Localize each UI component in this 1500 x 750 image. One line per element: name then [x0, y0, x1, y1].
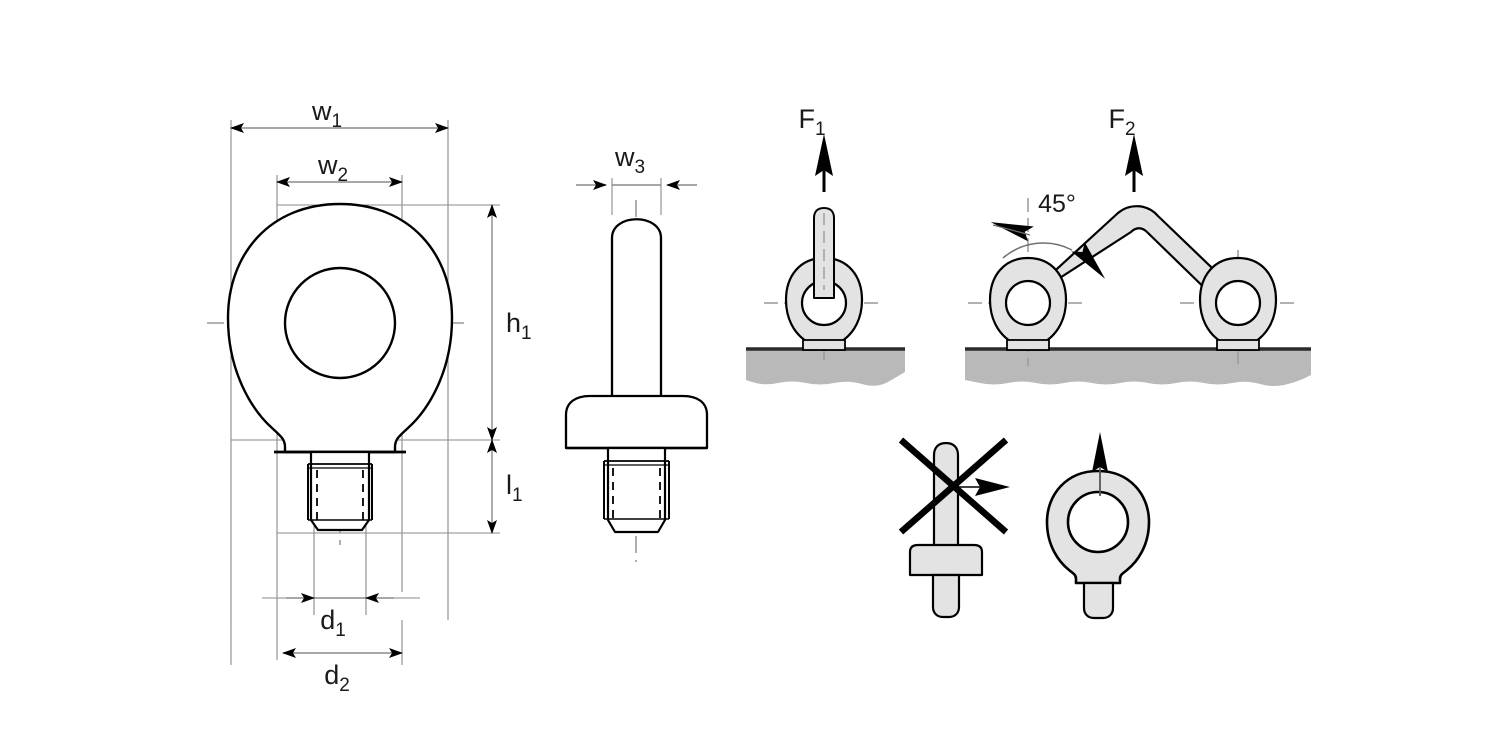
- eye-bore-circle: [283, 266, 397, 380]
- svg-text:w1: w1: [311, 96, 342, 132]
- dim-h1-sub: 1: [521, 323, 532, 344]
- side-threaded-shank: [603, 446, 670, 534]
- side-eye-outline: [610, 218, 663, 420]
- dim-d2-sub: 2: [339, 675, 350, 696]
- ground-block-single: [746, 349, 905, 386]
- front-view: w1 w2 h1 l1: [207, 96, 532, 696]
- dimension-w2: w2: [276, 150, 403, 187]
- dimension-h1: h1: [487, 204, 532, 441]
- dim-w1-letter: w: [311, 96, 332, 126]
- eyebolt-bore-left: [1004, 279, 1052, 327]
- eyebolt-bore-right: [1214, 279, 1262, 327]
- dim-h1-letter: h: [506, 308, 521, 338]
- dim-w3-sub: 3: [634, 157, 645, 178]
- force-label-f2-letter: F: [1108, 104, 1125, 134]
- angle-arrowhead-end: [1071, 242, 1106, 279]
- dim-l1-letter: l: [506, 470, 512, 500]
- angle-leader-start: [992, 224, 1031, 236]
- svg-text:w3: w3: [614, 142, 645, 178]
- eyebolt-flange-single: [802, 339, 846, 351]
- dim-w2-sub: 2: [337, 165, 348, 186]
- svg-text:l1: l1: [506, 470, 523, 506]
- threaded-shank: [307, 450, 373, 532]
- dim-l1-sub: 1: [512, 485, 523, 506]
- svg-text:w2: w2: [317, 150, 348, 186]
- dimension-w1: w1: [230, 96, 449, 133]
- dim-w1-sub: 1: [331, 111, 342, 132]
- force-label-f1-letter: F: [798, 104, 815, 134]
- force-label-f1-sub: 1: [815, 119, 826, 140]
- allowed-shank: [1082, 581, 1115, 620]
- svg-text:F2: F2: [1108, 104, 1135, 140]
- dim-w2-letter: w: [317, 150, 338, 180]
- svg-text:h1: h1: [506, 308, 532, 344]
- side-view-extension-lines: [611, 178, 662, 215]
- forbidden-collar: [908, 543, 984, 577]
- dim-d2-letter: d: [324, 660, 339, 690]
- forbidden-shank: [931, 573, 961, 619]
- usage-allowed: [1045, 432, 1151, 620]
- usage-forbidden: [898, 437, 1010, 619]
- ground-block-double: [965, 349, 1311, 386]
- svg-text:d1: d1: [320, 605, 346, 641]
- force-arrowhead-double: [1125, 134, 1143, 176]
- angle-arc-45: [1002, 242, 1073, 259]
- force-arrowhead-single: [815, 134, 833, 176]
- dim-d1-sub: 1: [335, 620, 346, 641]
- side-view: w3: [564, 142, 709, 562]
- dimension-l1: l1: [487, 439, 523, 534]
- dimension-d1: d1: [286, 593, 394, 641]
- load-case-single: F1: [746, 104, 905, 386]
- force-label-f2-sub: 2: [1125, 119, 1136, 140]
- forbidden-cross-icon: [898, 437, 1009, 535]
- svg-text:d2: d2: [324, 660, 350, 696]
- forbidden-arrowhead: [975, 478, 1010, 496]
- dim-d1-letter: d: [320, 605, 335, 635]
- allowed-eye-bore: [1066, 490, 1130, 554]
- load-case-double: 45° F2: [965, 104, 1311, 386]
- allowed-arrowhead: [1092, 432, 1108, 472]
- svg-text:F1: F1: [798, 104, 825, 140]
- dimension-d2: d2: [282, 648, 403, 696]
- side-flange-outline: [564, 394, 709, 450]
- eyebolt-flange-right: [1216, 339, 1260, 351]
- eyebolt-flange-left: [1006, 339, 1050, 351]
- angle-label-45: 45°: [1038, 190, 1076, 218]
- dim-w3-letter: w: [614, 142, 635, 172]
- dimension-w3: w3: [576, 142, 697, 190]
